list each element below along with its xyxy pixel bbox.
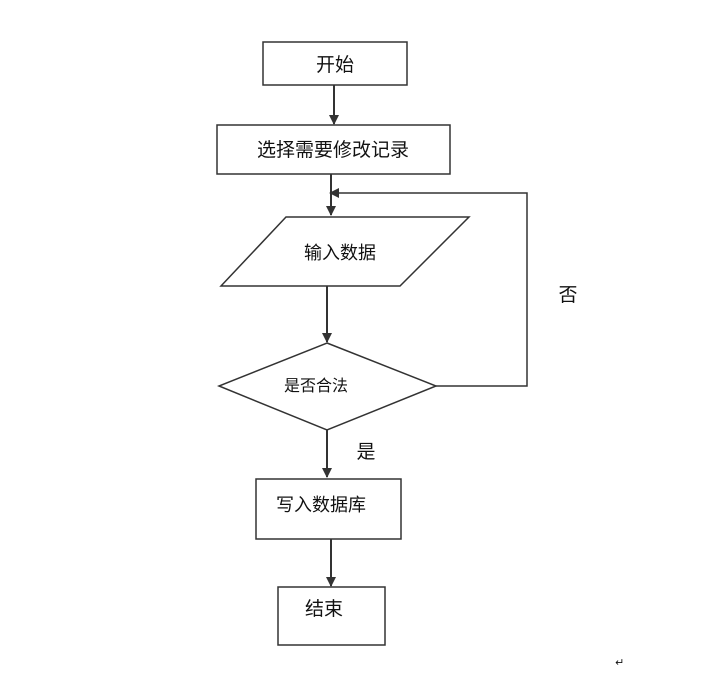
end-node: 结束 (277, 586, 386, 646)
validity-decision-node: 是否合法 (216, 342, 439, 431)
arrow-no-loop-back (329, 188, 528, 387)
input-data-node: 输入数据 (219, 216, 471, 287)
end-label: 结束 (305, 598, 343, 620)
yes-branch-label: 是 (356, 441, 375, 463)
select-record-label: 选择需要修改记录 (257, 139, 409, 161)
no-branch-label: 否 (558, 284, 577, 306)
write-database-label: 写入数据库 (276, 495, 366, 516)
input-data-label: 输入数据 (304, 243, 376, 264)
start-label: 开始 (316, 54, 354, 76)
write-database-node: 写入数据库 (255, 478, 402, 540)
select-record-node: 选择需要修改记录 (216, 124, 451, 175)
start-node: 开始 (262, 41, 408, 86)
paragraph-mark: ↵ (615, 656, 624, 669)
validity-decision-label: 是否合法 (284, 376, 348, 395)
